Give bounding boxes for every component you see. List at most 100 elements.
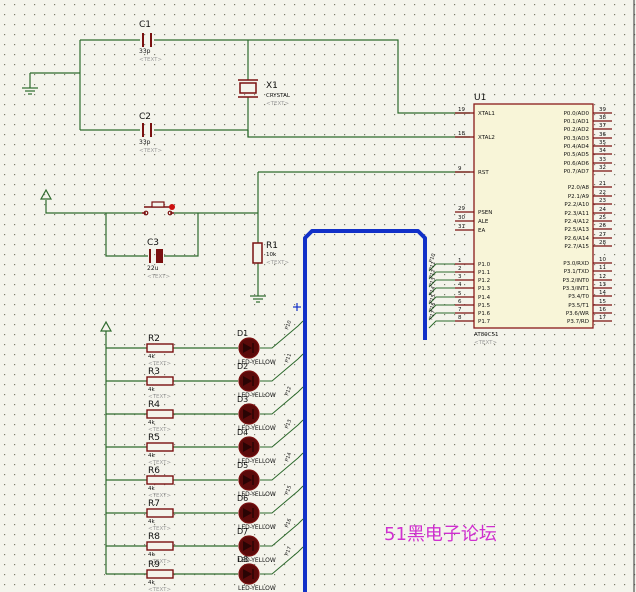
bus-tap-mcu: P15: [428, 294, 455, 313]
led-net-label: P13: [284, 419, 293, 430]
crystal-x1[interactable]: X1 CRYSTAL <TEXT>: [238, 79, 291, 107]
u1-pin-name: P1.0: [478, 262, 491, 268]
led-net-label: P11: [284, 353, 293, 364]
u1-pin-number: 37: [599, 123, 606, 129]
u1-pin-name: P0.0/AD0: [564, 111, 590, 117]
led-net-label: P14: [284, 452, 293, 463]
oscillator-wires: [30, 39, 470, 138]
led-net-label: P17: [284, 546, 293, 557]
u1-pin-5[interactable]: 5P1.4: [455, 291, 491, 301]
reset-pushbutton[interactable]: [142, 201, 175, 216]
u1-pin-name: P2.0/A8: [568, 185, 590, 191]
u1-pin-2[interactable]: 2P1.1: [455, 266, 490, 276]
pushbutton-indicator: [169, 204, 175, 210]
u1-pin-6[interactable]: 6P1.5: [455, 299, 491, 309]
u1-pin-name: P2.2/A10: [564, 202, 589, 208]
led-value: LED-YELLOW: [238, 557, 276, 564]
c2-value: 33p: [139, 139, 151, 146]
u1-pin-7[interactable]: 7P1.6: [455, 307, 491, 317]
led-ref: D4: [237, 428, 248, 437]
u1-pin-number: 23: [599, 198, 606, 204]
resistor-text-placeholder: <TEXT>: [148, 587, 171, 592]
u1-pin-name: P2.7/A15: [564, 244, 589, 250]
capacitor-c2[interactable]: C2 33p <TEXT>: [139, 112, 162, 154]
u1-pin-name: P0.1/AD1: [564, 119, 589, 125]
bus-line: [303, 229, 427, 592]
u1-pin-number: 11: [599, 265, 606, 271]
c3-ref: C3: [147, 238, 159, 248]
u1-pin-4[interactable]: 4P1.3: [455, 282, 491, 292]
u1-pin-number: 29: [458, 206, 465, 212]
u1-pin-number: 4: [458, 282, 462, 288]
led-ref: D1: [237, 329, 248, 338]
u1-pin-name: P2.6/A14: [564, 236, 589, 242]
led-value: LED-YELLOW: [238, 458, 276, 465]
resistor-text-placeholder: <TEXT>: [148, 526, 171, 532]
u1-pin-8[interactable]: 8P1.7: [455, 315, 491, 325]
capacitor-c1[interactable]: C1 33p <TEXT>: [139, 20, 162, 63]
u1-pin-number: 16: [599, 307, 606, 313]
capacitor-c3[interactable]: C3 22u <TEXT>: [147, 238, 170, 280]
resistor-r1[interactable]: R1 10k <TEXT>: [252, 241, 289, 266]
mcu-u1[interactable]: U1 19XTAL118XTAL29RST29PSEN30ALE31EA1P1.…: [455, 93, 612, 346]
u1-pin-name: P1.4: [478, 295, 491, 301]
r1-ref: R1: [266, 241, 278, 251]
u1-pin-1[interactable]: 1P1.0: [455, 258, 491, 268]
led-value: LED-YELLOW: [238, 524, 276, 531]
u1-pin-3[interactable]: 3P1.2: [455, 274, 490, 284]
x1-text-placeholder: <TEXT>: [266, 101, 289, 107]
led-ref: D3: [237, 395, 248, 404]
resistor-value: 4k: [148, 519, 155, 525]
bus-tap-mcu: P10: [428, 253, 455, 272]
